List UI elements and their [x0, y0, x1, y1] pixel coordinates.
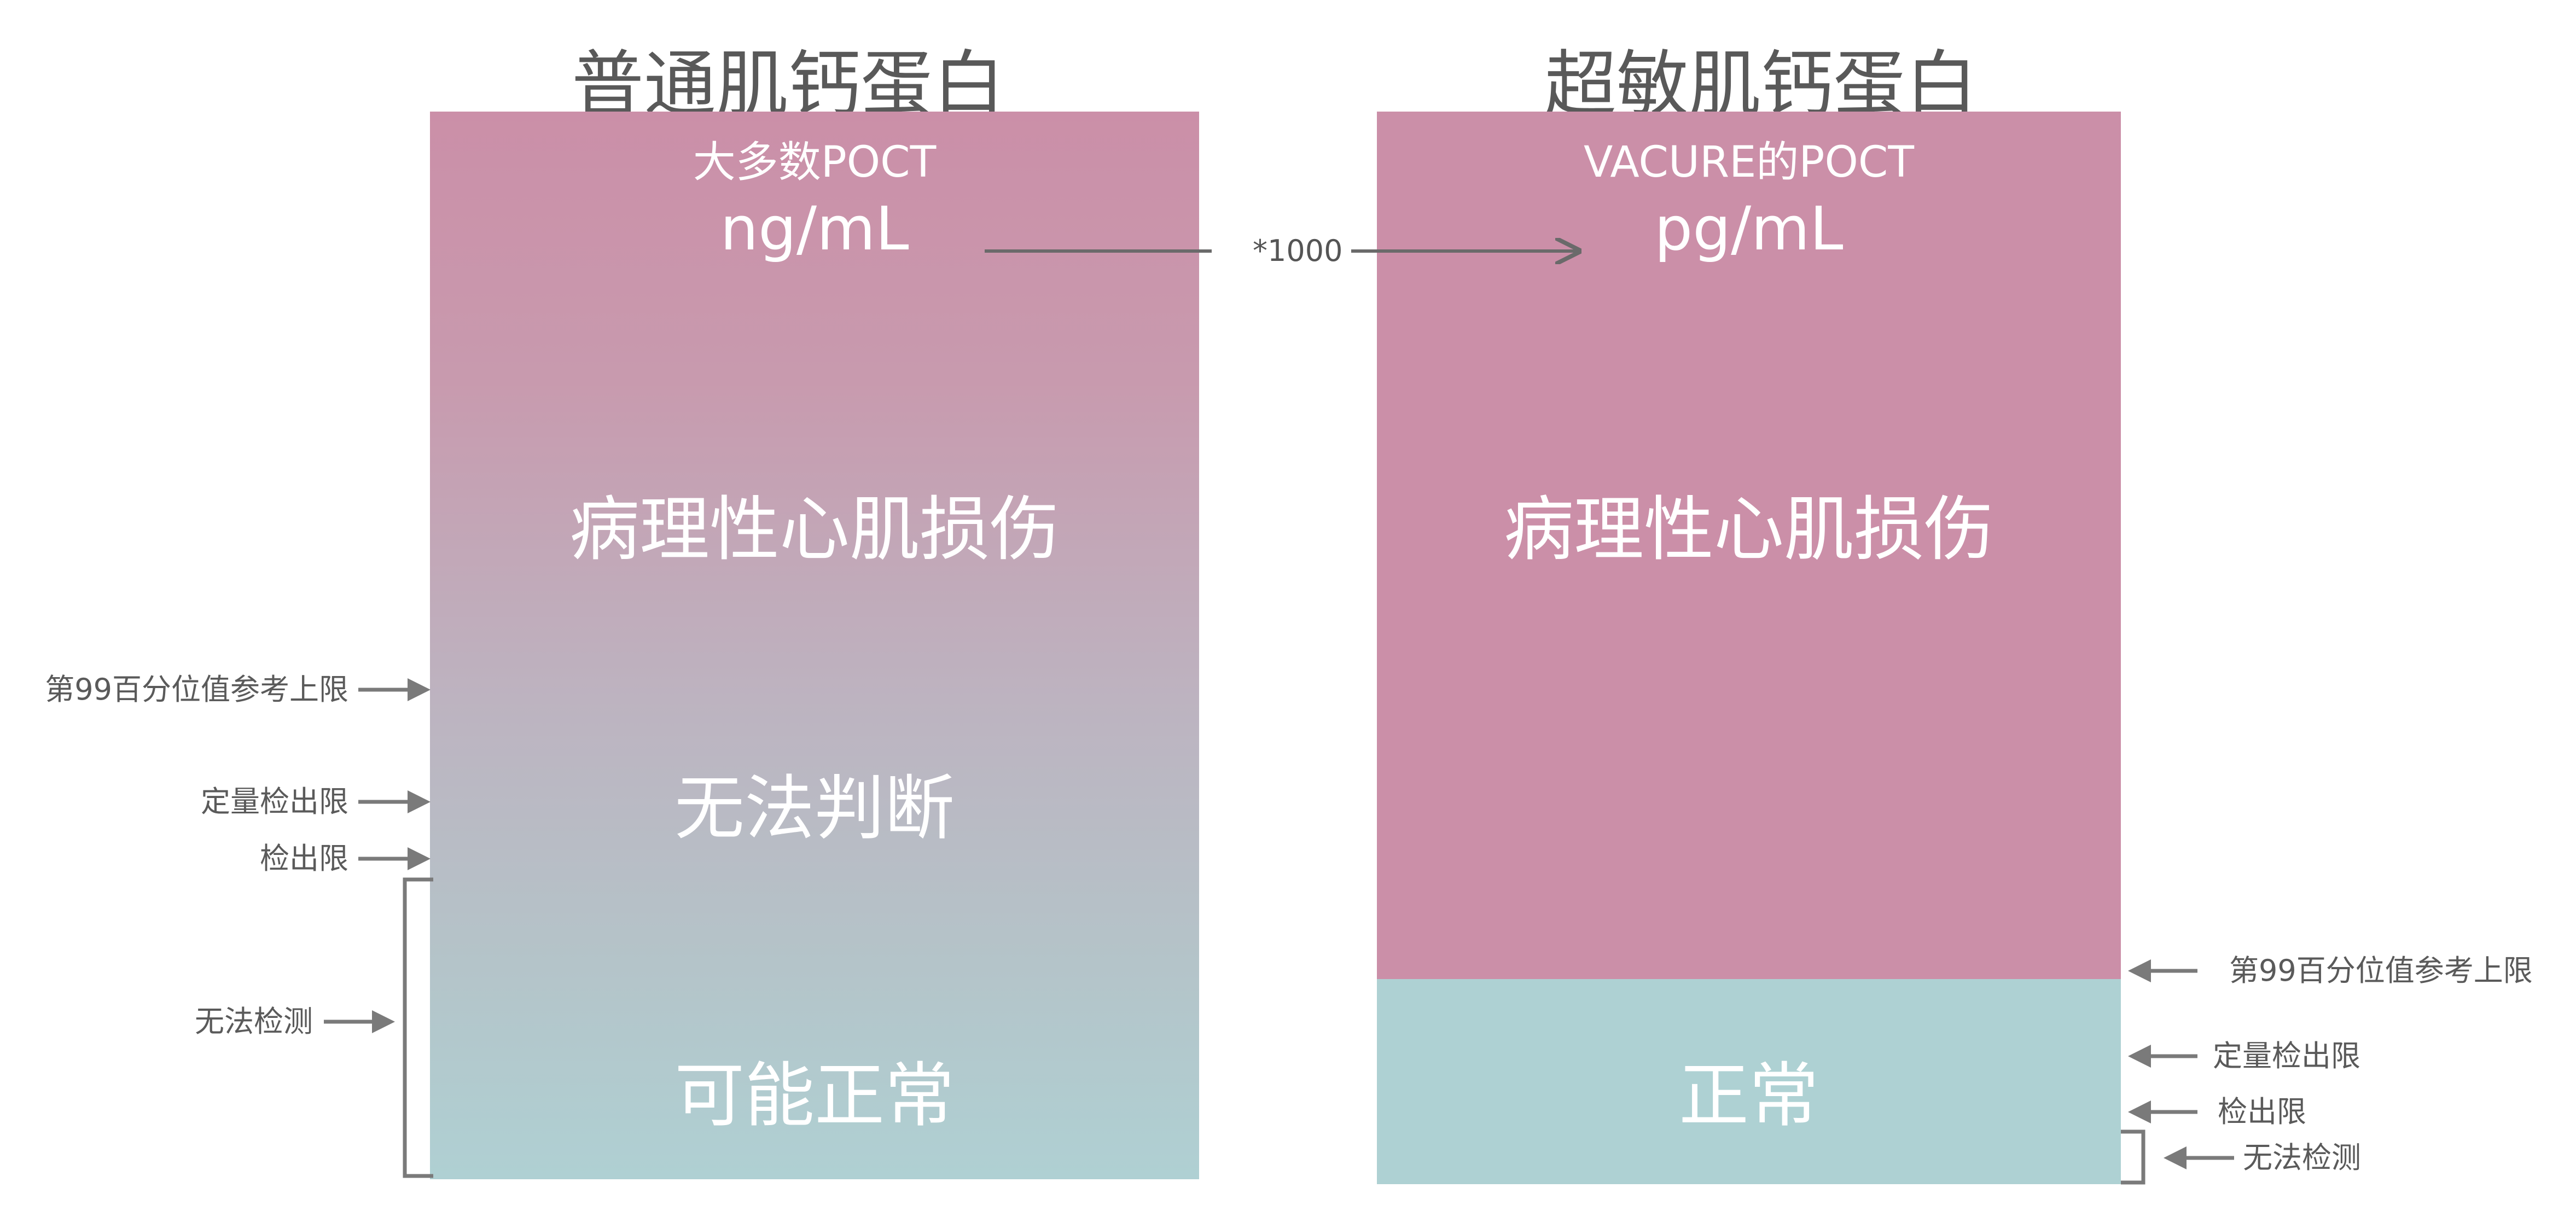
conversion-label: *1000	[1253, 234, 1343, 268]
left-unit: ng/mL	[720, 194, 909, 264]
right-label-p99: 第99百分位值参考上限	[2229, 953, 2533, 988]
right-region-pathological: 病理性心肌损伤	[1503, 489, 1994, 570]
right-label-lod: 检出限	[2218, 1094, 2306, 1129]
left-label-lod: 检出限	[260, 841, 348, 876]
left-region-indeterminate: 无法判断	[674, 768, 955, 849]
left-label-loq: 定量检出限	[201, 784, 348, 819]
left-region-possibly-normal: 可能正常	[674, 1055, 955, 1137]
right-normal-zone	[1377, 979, 2121, 1184]
right-label-undetectable: 无法检测	[2243, 1140, 2361, 1175]
left-label-p99: 第99百分位值参考上限	[45, 672, 348, 707]
right-bracket	[2121, 1129, 2145, 1185]
right-region-normal: 正常	[1678, 1055, 1819, 1137]
left-bracket	[403, 877, 433, 1178]
left-subtitle: 大多数POCT	[693, 138, 937, 187]
left-region-pathological: 病理性心肌损伤	[569, 489, 1060, 570]
left-label-undetectable: 无法检测	[195, 1004, 313, 1039]
left-troponin-bar: 大多数POCT ng/mL 病理性心肌损伤 无法判断 可能正常	[430, 112, 1199, 1179]
right-label-loq: 定量检出限	[2213, 1039, 2360, 1073]
right-unit: pg/mL	[1654, 194, 1844, 264]
right-troponin-bar: VACURE的POCT pg/mL 病理性心肌损伤 正常	[1377, 112, 2121, 1184]
right-subtitle: VACURE的POCT	[1584, 138, 1914, 187]
